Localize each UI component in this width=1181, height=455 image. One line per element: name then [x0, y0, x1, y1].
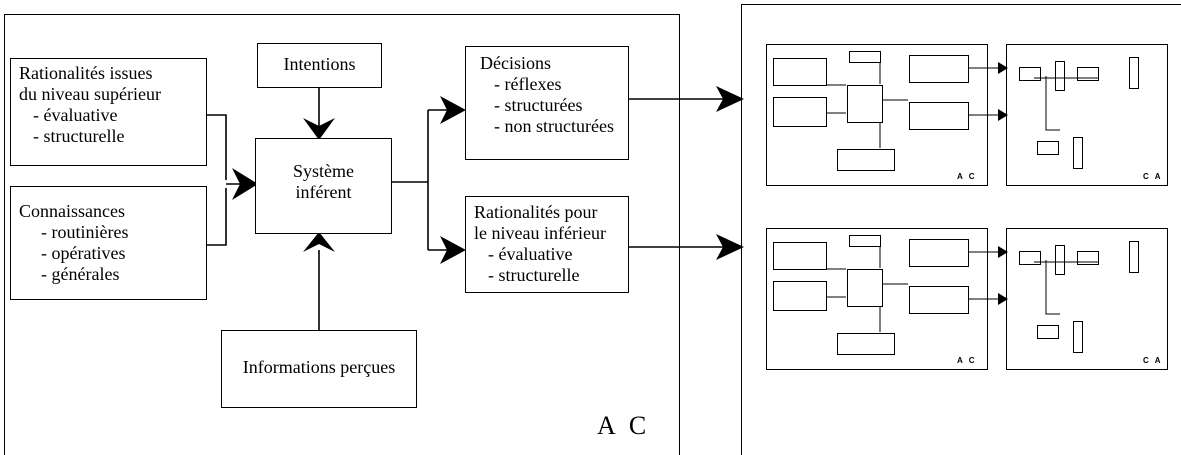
decisions-title: Décisions — [480, 53, 551, 73]
mini-diagram-row-1: A C C A — [766, 44, 1168, 186]
ac-label: A C — [597, 411, 651, 440]
decisions-item: - non structurées — [494, 116, 614, 136]
mini-ca-label: C A — [1143, 172, 1163, 181]
mini-rationalites-box — [773, 58, 827, 86]
mini-systeme-box — [847, 85, 883, 123]
mini-rationalites-inf-box — [909, 286, 969, 314]
mini-ca-bar — [1073, 321, 1083, 353]
left-panel-frame — [4, 14, 680, 455]
mini-ac-label: A C — [957, 172, 977, 181]
mini-informations-box — [837, 149, 895, 171]
rationalites-inf-title-2: le niveau inférieur — [474, 223, 606, 243]
informations-percues-box: Informations perçues — [221, 330, 417, 408]
right-panel-frame — [741, 4, 1181, 455]
intentions-label: Intentions — [283, 54, 356, 74]
arrow-heads — [232, 86, 744, 264]
rationalites-sup-title-1: Rationalités issues — [19, 63, 153, 83]
connaissances-item: - routinières — [41, 222, 129, 242]
systeme-inferent-box: Système inférent — [255, 138, 392, 234]
decisions-item: - réflexes — [494, 74, 562, 94]
mini-connaissances-box — [773, 281, 827, 311]
mini-ca-bar — [1055, 245, 1065, 275]
rationalites-sup-title-2: du niveau supérieur — [19, 84, 161, 104]
mini-ca-bar — [1129, 57, 1139, 89]
mini-ca-label: C A — [1143, 356, 1163, 365]
connaissances-title: Connaissances — [19, 201, 125, 221]
mini-informations-box — [837, 333, 895, 355]
connaissances-item: - générales — [41, 264, 120, 284]
mini-ca-module — [1037, 325, 1059, 339]
rationalites-inf-title-1: Rationalités pour — [474, 202, 598, 222]
decisions-box: Décisions - réflexes - structurées - non… — [465, 46, 629, 160]
mini-ca-frame: C A — [1006, 228, 1168, 370]
mini-ac-frame: A C — [766, 44, 988, 186]
decisions-item: - structurées — [494, 95, 583, 115]
mini-decisions-box — [909, 55, 969, 83]
rationalites-inf-item: - évaluative — [488, 244, 573, 264]
rationalites-sup-item: - évaluative — [33, 105, 118, 125]
rationalites-sup-item: - structurelle — [33, 126, 125, 146]
rationalites-inf-item: - structurelle — [488, 265, 580, 285]
informations-label: Informations perçues — [242, 357, 396, 377]
mini-decisions-box — [909, 239, 969, 267]
rationalites-inferieur-box: Rationalités pour le niveau inférieur - … — [465, 196, 629, 293]
mini-rationalites-inf-box — [909, 102, 969, 130]
mini-intentions-box — [849, 51, 881, 63]
mini-ca-frame: C A — [1006, 44, 1168, 186]
mini-systeme-box — [847, 269, 883, 307]
mini-connaissances-box — [773, 97, 827, 127]
intentions-box: Intentions — [257, 43, 382, 88]
mini-ca-bar — [1073, 137, 1083, 169]
mini-ac-label: A C — [957, 356, 977, 365]
mini-rationalites-box — [773, 242, 827, 270]
mini-ca-bar — [1055, 61, 1065, 91]
mini-ca-module — [1037, 141, 1059, 155]
systeme-line-2: inférent — [295, 182, 352, 202]
systeme-line-1: Système — [293, 161, 354, 181]
rationalites-superieur-box: Rationalités issues du niveau supérieur … — [10, 58, 207, 166]
mini-intentions-box — [849, 235, 881, 247]
mini-ca-bar — [1129, 241, 1139, 273]
connaissances-box: Connaissances - routinières - opératives… — [10, 186, 207, 300]
connaissances-item: - opératives — [41, 243, 126, 263]
